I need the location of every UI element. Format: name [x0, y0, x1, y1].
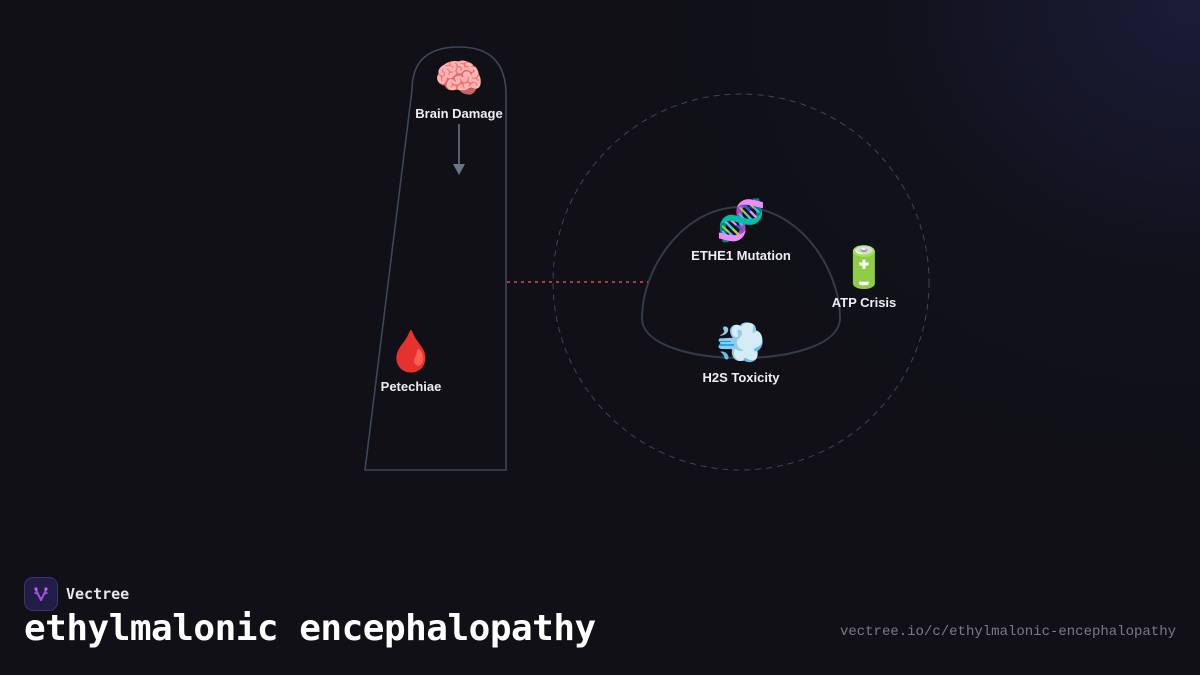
cycle-loop-outline [640, 205, 842, 360]
dashed-circle-group [552, 93, 930, 471]
wind-puff-icon: 💨 [716, 321, 766, 365]
node-petechiae[interactable]: 🩸 Petechiae [381, 329, 442, 394]
node-brain-damage[interactable]: 🧠 Brain Damage [415, 56, 502, 121]
node-label: H2S Toxicity [702, 370, 780, 385]
node-label: ETHE1 Mutation [691, 248, 791, 263]
node-h2s-toxicity[interactable]: 💨 H2S Toxicity [702, 320, 779, 385]
brand: Vectree [24, 577, 129, 611]
left-group-outline [364, 46, 507, 471]
node-label: ATP Crisis [831, 295, 897, 310]
node-label: Petechiae [380, 379, 442, 394]
arrow-head-icon [453, 164, 465, 175]
node-atp-crisis[interactable]: 🔋 ATP Crisis [832, 245, 897, 310]
node-ethe1-mutation[interactable]: 🧬 ETHE1 Mutation [691, 198, 791, 263]
dna-icon: 🧬 [716, 199, 766, 243]
brand-name: Vectree [66, 585, 130, 603]
page-url[interactable]: vectree.io/c/ethylmalonic-encephalopathy [839, 624, 1176, 640]
node-label: Brain Damage [415, 106, 503, 121]
brain-icon: 🧠 [434, 57, 484, 101]
battery-icon: 🔋 [839, 246, 889, 290]
blood-drop-icon: 🩸 [386, 330, 436, 374]
vectree-logo-icon [24, 577, 58, 611]
page-title: ethylmalonic encephalopathy [24, 608, 596, 649]
